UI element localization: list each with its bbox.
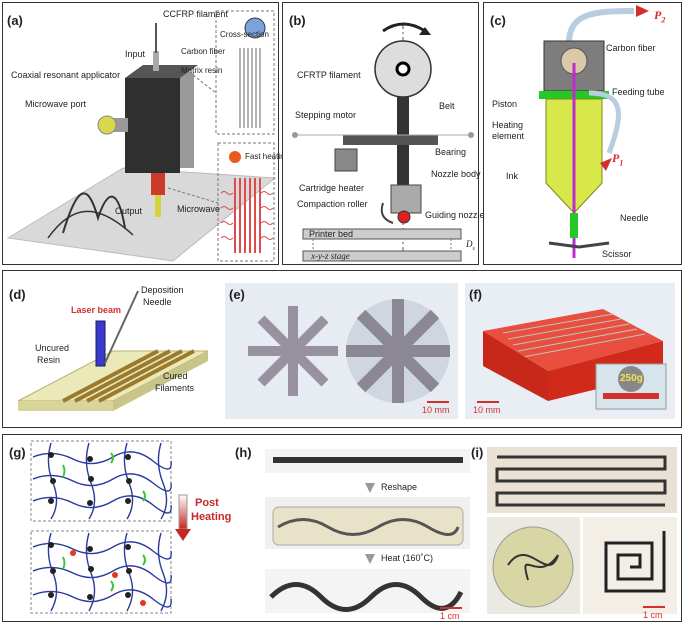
label-post-heating: Heating: [191, 511, 232, 523]
panel-e-label: (e): [229, 287, 245, 302]
panel-h-scalebar: [440, 607, 462, 609]
label-matrix-resin: Matrix resin: [181, 66, 223, 75]
label-input: Input: [125, 49, 146, 59]
panel-f-label: (f): [469, 287, 482, 302]
panel-b-label: (b): [289, 13, 306, 28]
label-cross-section: Cross-section: [220, 30, 269, 39]
label-microwave-port: Microwave port: [25, 99, 87, 109]
panel-c-illustration: [539, 5, 649, 258]
label-needle-d: Needle: [143, 297, 172, 307]
label-piston: Piston: [492, 99, 518, 109]
label-guiding-nozzle: Guiding nozzle: [425, 210, 485, 220]
label-p2: P2: [654, 8, 665, 24]
label-p1: P1: [612, 151, 623, 167]
panel-e-scale-text: 10 mm: [422, 405, 450, 415]
p2-sub: 2: [661, 15, 666, 25]
panel-a-illustration: [6, 10, 277, 262]
label-xyz-stage: x-y-z stage: [311, 251, 350, 261]
label-printer-bed: Printer bed: [309, 229, 354, 239]
label-output: Output: [115, 206, 143, 216]
label-coaxial-applicator: Coaxial resonant applicator: [11, 70, 121, 80]
label-needle-c: Needle: [620, 213, 649, 223]
panel-row-3: (g) Post Heating (h) Reshape Heat (160˚C…: [2, 434, 682, 622]
label-deposition: Deposition: [141, 285, 184, 295]
panel-f-scalebar: [477, 401, 499, 403]
label-scissor: Scissor: [602, 249, 632, 259]
panel-f-scale-text: 10 mm: [473, 405, 501, 415]
p1-sub: 1: [619, 158, 624, 168]
label-heat: Heat (160˚C): [381, 553, 434, 563]
panel-e-scalebar: [427, 401, 449, 403]
label-feeding-tube: Feeding tube: [612, 87, 665, 97]
label-weight: 250g: [620, 373, 643, 384]
label-ccfrp-filament: CCFRP filament: [163, 9, 228, 19]
label-cartridge-heater: Cartridge heater: [299, 183, 365, 193]
row-2-illustration: [17, 283, 675, 419]
panel-a: (a) CCFRP filament Input Cross-section C…: [2, 2, 289, 265]
p2-main: P: [654, 8, 662, 22]
label-nozzle-body: Nozzle body: [431, 169, 481, 179]
label-reshape: Reshape: [381, 482, 418, 492]
panel-i-scalebar: [643, 606, 665, 608]
panel-d-label: (d): [9, 287, 26, 302]
panel-a-label: (a): [7, 13, 23, 28]
panel-c: (c) P2 Carbon fiber Feeding tube Piston …: [483, 2, 682, 265]
label-uncured: Uncured: [35, 343, 70, 353]
label-carbon-fiber: Carbon fiber: [181, 47, 226, 56]
ds-main: D: [466, 239, 473, 249]
p1-main: P: [612, 151, 620, 165]
ds-sub: s: [472, 245, 475, 252]
panel-row-2: (d) Deposition Needle Laser beam Uncured…: [2, 270, 682, 428]
label-fast-heating: Fast heating: [245, 152, 290, 161]
label-compaction-roller: Compaction roller: [297, 199, 368, 209]
label-element: element: [492, 131, 525, 141]
panel-g-label: (g): [9, 445, 26, 460]
label-heating: Heating: [492, 120, 524, 130]
panel-i-scale-text: 1 cm: [643, 610, 663, 620]
label-ink: Ink: [506, 171, 519, 181]
panel-b-illustration: [292, 22, 474, 262]
label-carbon-fiber-c: Carbon fiber: [606, 43, 656, 53]
label-belt: Belt: [439, 101, 455, 111]
row-3-illustration: [30, 440, 677, 614]
panel-h-scale-text: 1 cm: [440, 611, 460, 621]
label-ds: Ds: [466, 239, 475, 252]
label-filaments: Filaments: [155, 383, 195, 393]
label-laser-beam: Laser beam: [71, 305, 122, 315]
panel-h-label: (h): [235, 445, 252, 460]
label-cured: Cured: [163, 371, 188, 381]
label-cfrtp-filament: CFRTP filament: [297, 70, 361, 80]
panel-b: (b) CFRTP filament Stepping motor Belt B…: [282, 2, 485, 265]
panel-i-label: (i): [471, 445, 484, 460]
label-stepping-motor: Stepping motor: [295, 110, 357, 120]
label-post: Post: [195, 497, 219, 509]
panel-c-label: (c): [490, 13, 506, 28]
label-microwave: Microwave: [177, 204, 221, 214]
label-bearing: Bearing: [435, 147, 467, 157]
label-resin: Resin: [37, 355, 61, 365]
